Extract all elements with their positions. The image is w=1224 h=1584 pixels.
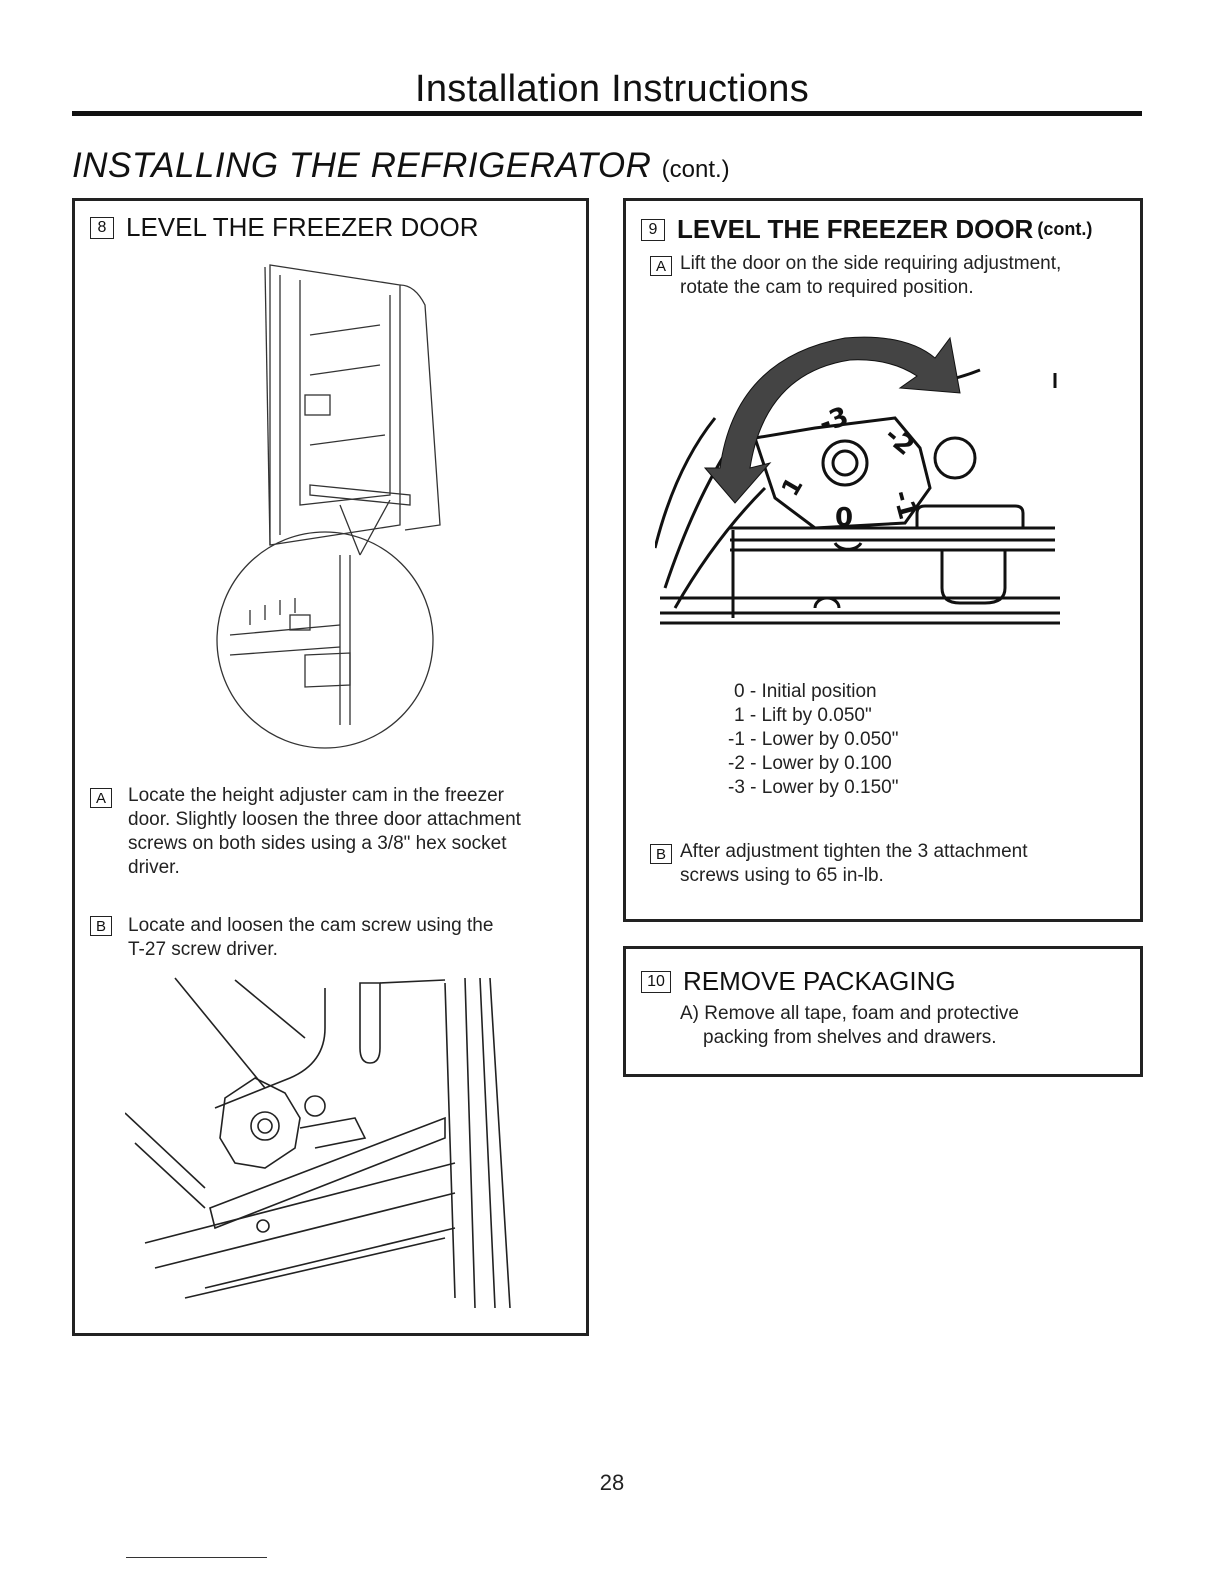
step-9-b-text: After adjustment tighten the 3 attachmen… — [680, 841, 1028, 886]
step-10-text: A) Remove all tape, foam and protective … — [680, 1003, 1020, 1048]
section-title: INSTALLING THE REFRIGERATOR (cont.) — [72, 146, 730, 186]
step-8-a-tag: A — [90, 788, 112, 808]
step-10-panel — [623, 946, 1143, 1077]
section-title-text: INSTALLING THE REFRIGERATOR — [72, 146, 652, 185]
page-number: 28 — [599, 1470, 625, 1495]
step-8-panel — [72, 198, 589, 1336]
cam-label-0: 0 — [835, 503, 853, 533]
cam-label-1: 1 — [776, 473, 809, 501]
step-8-number: 8 — [90, 216, 114, 239]
cam-label-neg2: -2 — [879, 420, 920, 462]
step-8-b-text: Locate and loosen the cam screw using th… — [128, 915, 494, 960]
step-9-title-text: LEVEL THE FREEZER DOOR — [677, 214, 1034, 244]
step-8-title-text: LEVEL THE FREEZER DOOR — [126, 212, 479, 242]
position-line: -3 - Lower by 0.150" — [728, 777, 899, 798]
step-9-title-suffix: (cont.) — [1037, 219, 1093, 239]
step-8-a-text: Locate the height adjuster cam in the fr… — [128, 785, 521, 878]
position-line: 0 - Initial position — [734, 681, 877, 702]
step-9-a-tag: A — [650, 256, 672, 276]
section-title-suffix: (cont.) — [661, 156, 730, 183]
step-8-b-tag: B — [90, 916, 112, 936]
cam-label-neg3: -3 — [815, 402, 852, 440]
freezer-door-illustration — [216, 264, 441, 749]
step-9-number: 9 — [641, 218, 665, 241]
step-10-title: 10 REMOVE PACKAGING — [641, 966, 956, 997]
cam-screw-illustration — [125, 977, 511, 1309]
footer-rule — [126, 1557, 267, 1558]
step-8-title: 8 LEVEL THE FREEZER DOOR — [90, 212, 479, 243]
step-9-b-tag: B — [650, 844, 672, 864]
position-line: -2 - Lower by 0.100 — [728, 753, 892, 774]
step-10-title-text: REMOVE PACKAGING — [683, 966, 956, 996]
header-rule — [72, 111, 1142, 116]
step-9-title: 9 LEVEL THE FREEZER DOOR (cont.) — [641, 214, 1092, 245]
cam-rotation-illustration: -3 -2 -1 1 0 — [655, 336, 1060, 625]
step-10-number: 10 — [641, 970, 671, 993]
page-header-title: Installation Instructions — [414, 68, 810, 110]
step-9-panel — [623, 198, 1143, 922]
position-line: 1 - Lift by 0.050" — [734, 705, 872, 726]
position-line: -1 - Lower by 0.050" — [728, 729, 899, 750]
step-9-a-text: Lift the door on the side requiring adju… — [680, 253, 1062, 298]
